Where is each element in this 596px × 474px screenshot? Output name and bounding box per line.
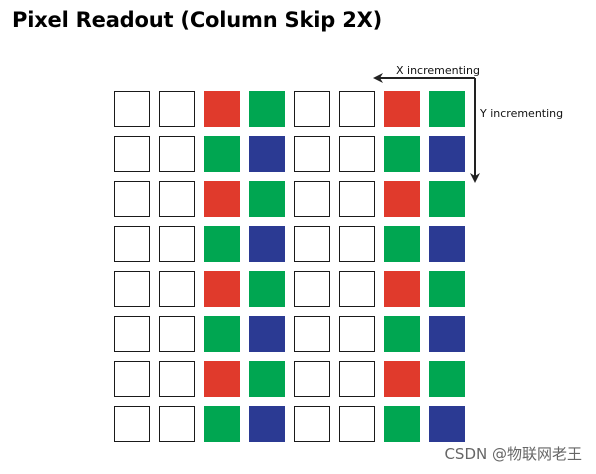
pixel-cell-white (339, 226, 375, 262)
pixel-cell-white (294, 181, 330, 217)
pixel-cell-red (204, 91, 240, 127)
pixel-cell-white (159, 316, 195, 352)
pixel-cell-white (294, 226, 330, 262)
pixel-cell-blue (249, 316, 285, 352)
pixel-cell-white (159, 91, 195, 127)
pixel-cell-white (159, 361, 195, 397)
pixel-cell-red (204, 361, 240, 397)
pixel-cell-green (384, 316, 420, 352)
pixel-cell-white (339, 136, 375, 172)
pixel-cell-green (204, 406, 240, 442)
pixel-cell-green (429, 91, 465, 127)
pixel-cell-white (159, 226, 195, 262)
pixel-cell-green (429, 271, 465, 307)
pixel-cell-white (339, 91, 375, 127)
x-incrementing-label: X incrementing (396, 64, 480, 77)
pixel-cell-white (114, 271, 150, 307)
pixel-cell-white (159, 181, 195, 217)
pixel-cell-white (114, 181, 150, 217)
y-incrementing-label: Y incrementing (480, 107, 564, 120)
pixel-cell-white (159, 406, 195, 442)
pixel-cell-white (294, 361, 330, 397)
diagram-title: Pixel Readout (Column Skip 2X) (12, 8, 382, 32)
pixel-cell-white (114, 226, 150, 262)
pixel-cell-white (114, 406, 150, 442)
pixel-cell-green (249, 271, 285, 307)
pixel-cell-white (159, 136, 195, 172)
pixel-cell-white (339, 406, 375, 442)
pixel-cell-white (339, 271, 375, 307)
pixel-cell-white (294, 91, 330, 127)
pixel-cell-green (384, 226, 420, 262)
pixel-cell-white (114, 361, 150, 397)
pixel-cell-blue (429, 316, 465, 352)
pixel-cell-red (384, 271, 420, 307)
pixel-cell-white (114, 91, 150, 127)
pixel-cell-green (249, 361, 285, 397)
pixel-cell-green (249, 181, 285, 217)
pixel-cell-white (159, 271, 195, 307)
pixel-cell-red (204, 271, 240, 307)
pixel-cell-green (384, 406, 420, 442)
pixel-cell-white (294, 316, 330, 352)
pixel-cell-green (384, 136, 420, 172)
pixel-cell-white (339, 181, 375, 217)
pixel-cell-red (204, 181, 240, 217)
pixel-cell-white (339, 361, 375, 397)
watermark: CSDN @物联网老王 (444, 445, 582, 463)
pixel-cell-blue (249, 136, 285, 172)
pixel-cell-green (204, 136, 240, 172)
pixel-cell-blue (429, 136, 465, 172)
pixel-cell-white (294, 271, 330, 307)
pixel-cell-white (294, 136, 330, 172)
pixel-cell-green (204, 226, 240, 262)
pixel-cell-red (384, 91, 420, 127)
pixel-cell-blue (429, 226, 465, 262)
pixel-cell-green (429, 181, 465, 217)
pixel-grid (114, 91, 466, 443)
pixel-cell-blue (249, 226, 285, 262)
pixel-cell-green (204, 316, 240, 352)
pixel-cell-green (249, 91, 285, 127)
pixel-cell-white (339, 316, 375, 352)
pixel-cell-blue (249, 406, 285, 442)
pixel-cell-red (384, 361, 420, 397)
pixel-cell-red (384, 181, 420, 217)
pixel-cell-green (429, 361, 465, 397)
pixel-cell-white (294, 406, 330, 442)
pixel-cell-white (114, 136, 150, 172)
pixel-cell-blue (429, 406, 465, 442)
pixel-cell-white (114, 316, 150, 352)
